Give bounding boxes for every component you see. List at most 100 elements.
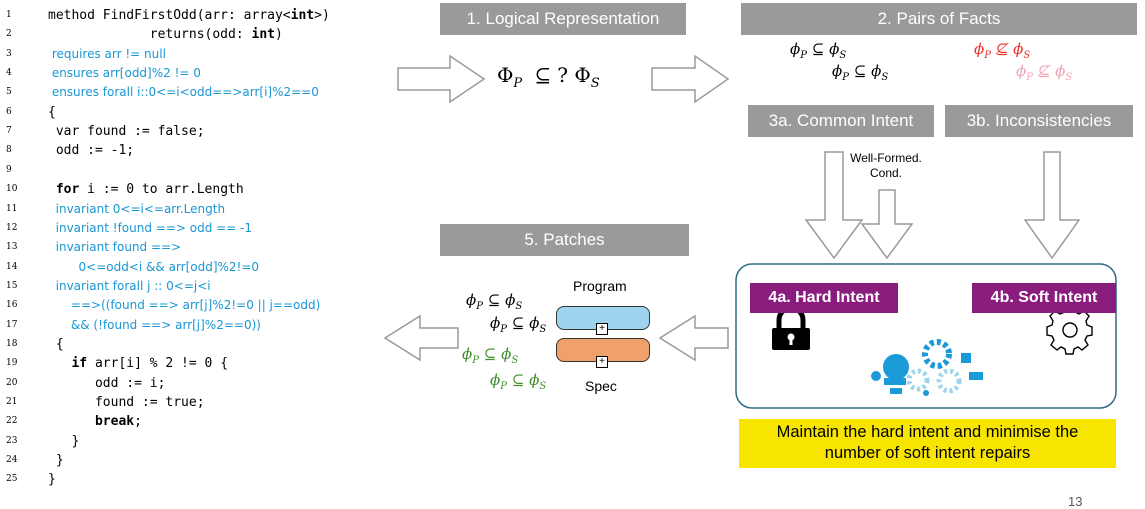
code-text: ensures arr[odd]%2 != 0 xyxy=(48,63,201,84)
code-text: odd := -1; xyxy=(48,140,134,161)
code-token: i := 0 to arr.Length xyxy=(79,182,244,198)
code-line: 3 requires arr != null xyxy=(0,44,392,65)
code-text: ensures forall i::0<=i<odd==>arr[i]%2==0 xyxy=(48,82,319,103)
hollow-arrow-icon xyxy=(658,314,729,362)
code-line: 2 returns(odd: int) xyxy=(0,24,392,45)
plus-icon: + xyxy=(596,323,608,335)
code-token: odd := i; xyxy=(48,375,166,391)
code-text: if arr[i] % 2 != 0 { xyxy=(48,353,228,374)
line-number: 17 xyxy=(6,319,18,330)
patches-title: 5. Patches xyxy=(440,224,689,256)
pair-notsubset-b: ϕP ⊈ ϕS xyxy=(1016,62,1073,83)
code-text: } xyxy=(48,469,56,490)
code-line: 23 } xyxy=(0,431,392,452)
code-token: int xyxy=(290,8,315,23)
code-line: 17 && (!found ==> arr[j]%2==0)) xyxy=(0,315,392,336)
line-number: 9 xyxy=(6,164,12,175)
patch-1: ϕP ⊆ ϕS xyxy=(466,291,523,312)
patch-3: ϕP ⊆ ϕS xyxy=(462,345,519,366)
line-number: 14 xyxy=(6,261,18,272)
hollow-arrow-icon xyxy=(651,54,730,104)
code-line: 25} xyxy=(0,469,392,490)
line-number: 21 xyxy=(6,397,18,407)
line-number: 7 xyxy=(6,126,12,137)
line-number: 20 xyxy=(6,377,18,388)
code-token: ) xyxy=(274,27,283,43)
code-text: found := true; xyxy=(48,392,205,413)
code-token: } xyxy=(48,472,56,488)
code-token: ensures arr[odd]%2 != 0 xyxy=(48,66,201,81)
code-text: 0<=odd<i && arr[odd]%2!=0 xyxy=(48,257,260,278)
soft-intent-label: 4b. Soft Intent xyxy=(972,283,1116,313)
line-number: 16 xyxy=(6,300,18,311)
code-line: 12 invariant !found ==> odd == -1 xyxy=(0,218,392,239)
spec-label: Spec xyxy=(585,378,617,394)
code-line: 9 xyxy=(0,160,392,181)
code-line: 4 ensures arr[odd]%2 != 0 xyxy=(0,63,392,84)
line-number: 11 xyxy=(6,203,18,214)
code-token: for xyxy=(48,182,80,198)
code-text: invariant 0<=i<=arr.Length xyxy=(48,199,225,220)
code-token: break xyxy=(48,414,135,430)
code-token: { xyxy=(48,336,64,352)
gears-cluster-icon xyxy=(871,339,983,396)
code-token: && (!found ==> arr[j]%2==0)) xyxy=(48,317,261,332)
code-text: { xyxy=(48,102,56,123)
code-token: } xyxy=(48,453,64,469)
code-line: 19 if arr[i] % 2 != 0 { xyxy=(0,353,392,374)
code-token: requires arr != null xyxy=(48,46,166,61)
gear-outline-icon xyxy=(1046,306,1093,355)
code-line: 24 } xyxy=(0,450,392,471)
code-token: ==>((found ==> arr[j]%2!=0 || j==odd) xyxy=(48,298,321,313)
line-number: 15 xyxy=(6,280,18,291)
code-token: ensures forall i::0<=i<odd==>arr[i]%2==0 xyxy=(48,85,319,100)
code-text: break; xyxy=(48,411,142,432)
code-token: invariant found ==> xyxy=(48,240,182,255)
line-number: 2 xyxy=(6,29,12,40)
pairs-of-facts-title: 2. Pairs of Facts xyxy=(741,3,1137,35)
code-token: } xyxy=(48,433,80,449)
code-token: method FindFirstOdd(arr: array< xyxy=(48,8,291,23)
logical-formula: ΦP ⊆? ΦS xyxy=(497,63,600,91)
code-token: >) xyxy=(314,8,330,23)
code-text: for i := 0 to arr.Length xyxy=(48,179,244,200)
code-token: returns(odd: xyxy=(48,27,252,43)
hollow-arrow-icon xyxy=(397,54,486,104)
hollow-arrow-icon xyxy=(860,189,914,260)
code-token: int xyxy=(251,27,275,43)
code-token: invariant 0<=i<=arr.Length xyxy=(48,201,226,216)
code-line: 15 invariant forall j :: 0<=j<i xyxy=(0,276,392,297)
line-number: 12 xyxy=(6,222,18,233)
code-text: && (!found ==> arr[j]%2==0)) xyxy=(48,315,261,336)
page-number: 13 xyxy=(1068,494,1083,509)
hard-intent-label: 4a. Hard Intent xyxy=(750,283,898,313)
code-token: ; xyxy=(134,414,142,430)
code-token: odd := -1; xyxy=(48,143,135,159)
code-line: 20 odd := i; xyxy=(0,373,392,394)
code-line: 16 ==>((found ==> arr[j]%2!=0 || j==odd) xyxy=(0,295,392,316)
code-token: 0<=odd<i && arr[odd]%2!=0 xyxy=(48,259,260,274)
code-line: 5 ensures forall i::0<=i<odd==>arr[i]%2=… xyxy=(0,82,392,103)
line-number: 8 xyxy=(6,145,12,156)
code-text: method FindFirstOdd(arr: array<int>) xyxy=(48,5,330,26)
hollow-arrow-icon xyxy=(1023,151,1081,260)
line-number: 24 xyxy=(6,455,18,466)
line-number: 10 xyxy=(6,184,18,195)
code-line: 8 odd := -1; xyxy=(0,140,392,161)
code-token: var found := false; xyxy=(48,124,205,140)
line-number: 4 xyxy=(6,68,12,79)
code-text: returns(odd: int) xyxy=(48,24,283,45)
plus-icon: + xyxy=(596,356,608,368)
patch-2: ϕP ⊆ ϕS xyxy=(490,314,547,335)
hollow-arrow-icon xyxy=(804,151,864,260)
code-text: requires arr != null xyxy=(48,44,166,65)
line-number: 19 xyxy=(6,358,18,369)
line-number: 22 xyxy=(6,416,18,427)
code-token: found := true; xyxy=(48,395,205,410)
summary-line1: Maintain the hard intent and minimise th… xyxy=(776,423,1079,441)
code-text: { xyxy=(48,334,64,355)
line-number: 25 xyxy=(6,474,18,485)
hollow-arrow-icon xyxy=(383,314,459,362)
line-number: 13 xyxy=(6,242,18,253)
